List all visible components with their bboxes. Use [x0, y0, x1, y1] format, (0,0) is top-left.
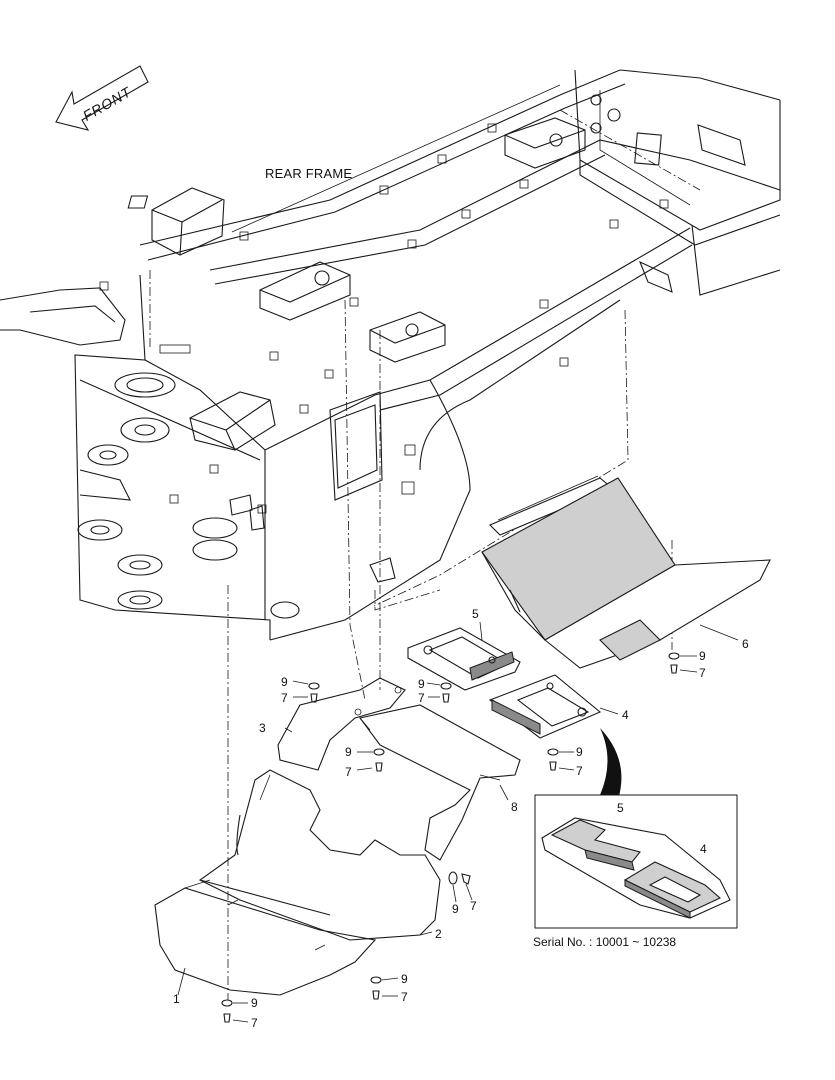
callout-9: 9 [452, 902, 459, 916]
callout-3: 3 [259, 721, 266, 735]
callout-7: 7 [251, 1016, 258, 1030]
part-2-under-cover [198, 769, 441, 941]
callout-7: 7 [470, 899, 477, 913]
callout-7: 7 [418, 691, 425, 705]
callout-9: 9 [345, 745, 352, 759]
callout-7: 7 [401, 990, 408, 1004]
callout-1: 1 [173, 992, 180, 1006]
inset-callout-4: 4 [700, 842, 707, 856]
callout-9: 9 [576, 745, 583, 759]
callout-7: 7 [576, 764, 583, 778]
callout-9: 9 [699, 649, 706, 663]
inset-detail [534, 794, 738, 929]
rear-frame-label: REAR FRAME [265, 166, 353, 181]
part-5-support-bracket [407, 627, 521, 691]
callout-6: 6 [742, 637, 749, 651]
hardware-fasteners [177, 621, 739, 1023]
callout-9: 9 [418, 677, 425, 691]
part-3-cover-plate [277, 677, 406, 771]
callout-9: 9 [251, 996, 258, 1010]
inset-pointer-icon [600, 728, 622, 800]
callout-4: 4 [622, 708, 629, 722]
part-8-cover-plate [359, 704, 521, 861]
part-6-cover-plate [481, 475, 771, 669]
callout-9: 9 [401, 972, 408, 986]
inset-callout-5: 5 [617, 801, 624, 815]
part-1-under-cover [154, 879, 377, 996]
serial-number-note: Serial No. : 10001 ~ 10238 [533, 935, 677, 949]
callout-9: 9 [281, 675, 288, 689]
callout-7: 7 [699, 666, 706, 680]
callout-2: 2 [435, 927, 442, 941]
callout-7: 7 [281, 691, 288, 705]
part-4-support-bracket [488, 674, 602, 739]
callout-5: 5 [472, 607, 479, 621]
callout-8: 8 [511, 800, 518, 814]
callout-7: 7 [345, 765, 352, 779]
front-arrow-icon [55, 65, 149, 131]
